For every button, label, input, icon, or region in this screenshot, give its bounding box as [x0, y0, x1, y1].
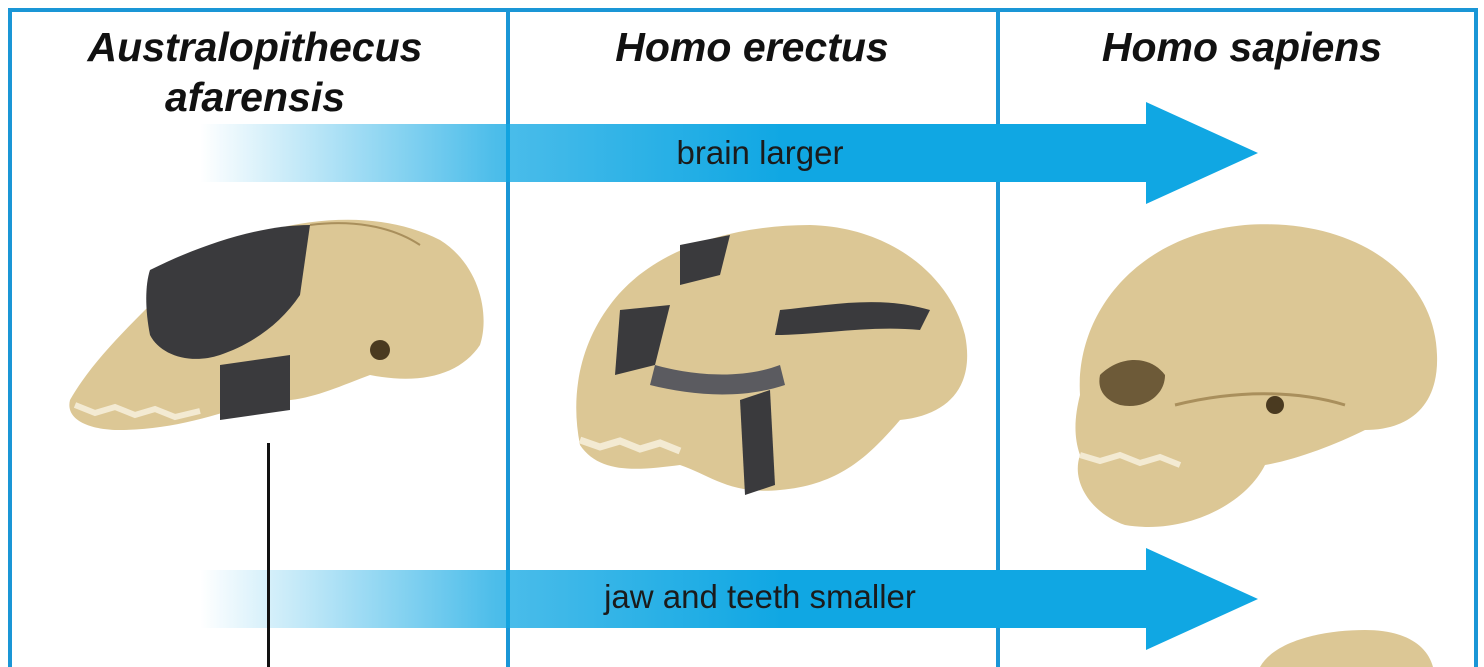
- heading-homo-sapiens: Homo sapiens: [1002, 22, 1482, 72]
- heading-australopithecus-line1: Australopithecus: [20, 22, 490, 72]
- brain-larger-label: brain larger: [560, 134, 960, 172]
- homo-sapiens-skull: [1065, 215, 1445, 540]
- pointer-line: [267, 443, 270, 667]
- partial-skull: [1255, 630, 1435, 667]
- jaw-teeth-smaller-label: jaw and teeth smaller: [480, 578, 1040, 616]
- australopithecus-skull: [50, 215, 490, 445]
- heading-homo-erectus: Homo erectus: [512, 22, 992, 72]
- homo-erectus-skull: [560, 215, 980, 505]
